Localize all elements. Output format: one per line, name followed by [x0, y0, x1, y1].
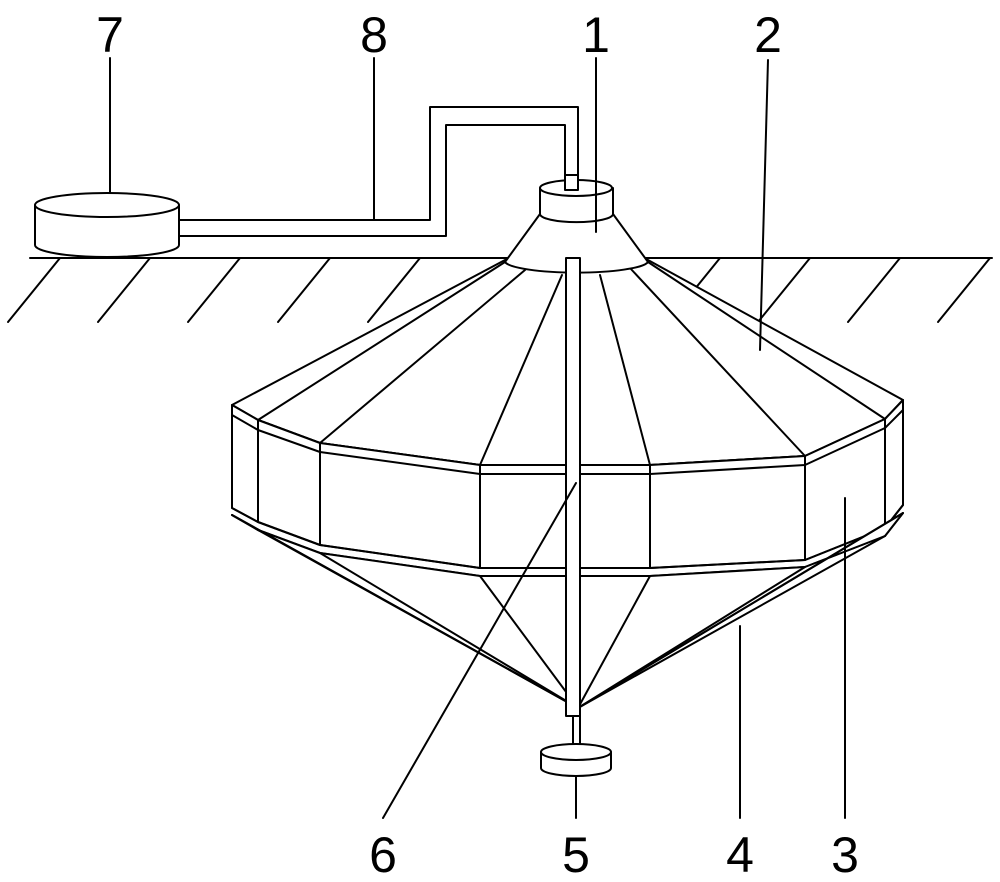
label-7: 7	[96, 7, 124, 63]
label-1: 1	[582, 7, 610, 63]
leader-2	[759, 59, 769, 351]
tank-part-7	[34, 192, 180, 258]
top-collar-part-1	[504, 174, 649, 274]
label-4: 4	[726, 827, 754, 882]
bottom-weight-part-5	[540, 743, 612, 777]
label-3: 3	[831, 827, 859, 882]
leader-6	[382, 482, 577, 819]
label-6: 6	[369, 827, 397, 882]
leader-lines	[109, 57, 846, 819]
ground-hatching	[7, 257, 991, 323]
label-2: 2	[754, 7, 782, 63]
label-5: 5	[562, 827, 590, 882]
pipe-part-8	[178, 106, 579, 237]
label-8: 8	[360, 7, 388, 63]
central-rod-part-6	[565, 257, 581, 753]
reference-numerals: 1 2 3 4 5 6 7 8	[96, 7, 859, 882]
